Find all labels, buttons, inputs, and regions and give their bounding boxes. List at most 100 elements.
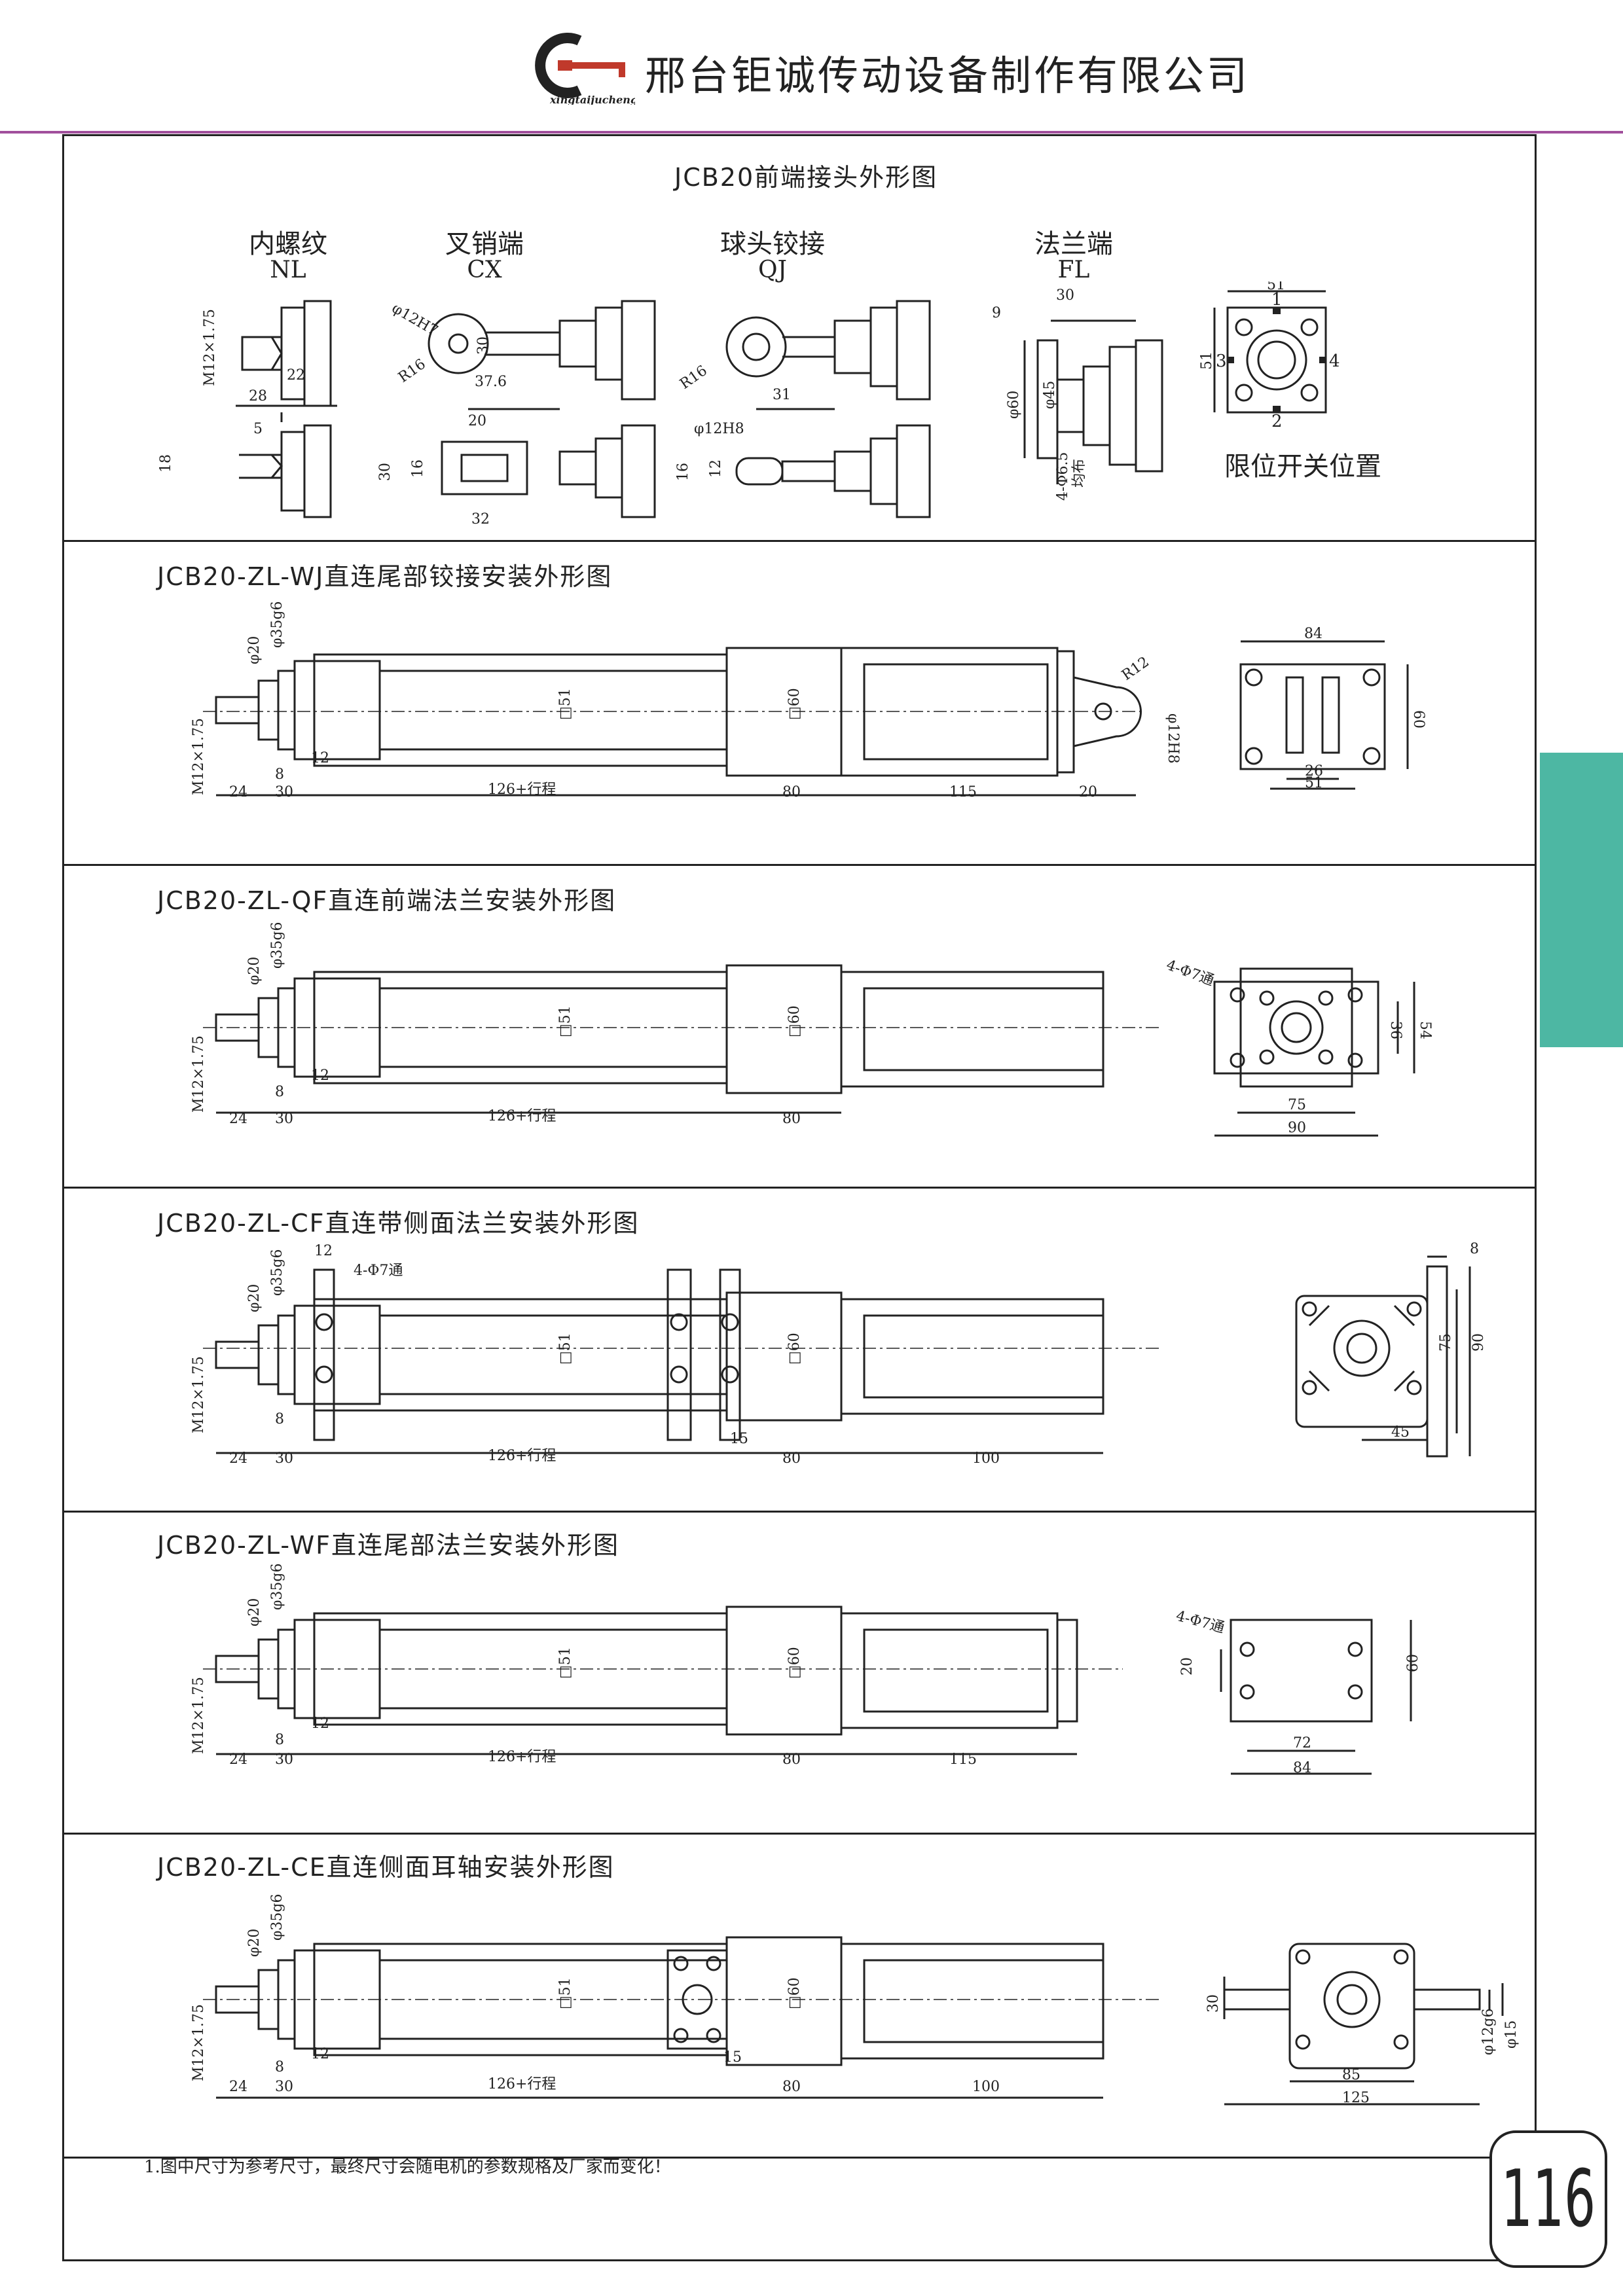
cf-d12: 12 (314, 1243, 333, 1259)
cf-phi35: φ35g6 (269, 1249, 285, 1296)
qf-d30: 30 (275, 1111, 293, 1127)
divider-2 (62, 864, 1537, 866)
cf-d30: 30 (275, 1450, 293, 1467)
head-nl-en: NL (270, 257, 306, 283)
cf-side-90: 90 (1470, 1333, 1487, 1352)
dim-ls-51b: 51 (1199, 351, 1215, 370)
wf-stroke: 126+行程 (488, 1749, 556, 1765)
dim-qj-phi: φ12H8 (694, 421, 744, 437)
cf-stroke: 126+行程 (488, 1448, 556, 1464)
head-qj-en: QJ (758, 257, 787, 283)
qf-thread: M12×1.75 (191, 1035, 207, 1113)
page-number: 116 (1501, 2153, 1596, 2245)
front-heads-drawing: M12×1.75 22 28 5 18 φ12H7 30 R16 37.6 20… (158, 281, 1340, 528)
qf-holes: 4-Φ7通 (1164, 957, 1216, 989)
wj-side-51: 51 (1305, 775, 1323, 791)
divider-5 (62, 1833, 1537, 1835)
wf-d115: 115 (949, 1751, 977, 1768)
wj-phi20: φ20 (246, 636, 263, 664)
head-fl-en: FL (1057, 257, 1090, 283)
qf-phi35: φ35g6 (269, 923, 285, 969)
section-title-cf: JCB20-ZL-CF直连带侧面法兰安装外形图 (157, 1209, 640, 1238)
ce-d15: 15 (723, 2049, 742, 2066)
section-title-wf: JCB20-ZL-WF直连尾部法兰安装外形图 (157, 1531, 620, 1560)
wf-holes: 4-Φ7通 (1174, 1608, 1226, 1637)
ce-side-85: 85 (1342, 2067, 1360, 2083)
wj-d20: 20 (1079, 784, 1097, 800)
dim-ls-4: 4 (1329, 351, 1340, 371)
dim-nl-18: 18 (158, 454, 174, 473)
divider-6 (62, 2157, 1537, 2159)
qf-d24: 24 (229, 1111, 247, 1127)
wf-d30: 30 (275, 1751, 293, 1768)
limit-switch-label: 限位开关位置 (1224, 452, 1381, 482)
dim-qj-12: 12 (708, 459, 724, 478)
dim-nl-thread: M12×1.75 (202, 309, 218, 386)
ce-d8: 8 (275, 2059, 284, 2075)
dim-cx-20: 20 (468, 413, 486, 429)
dim-cx-phi: φ12H7 (389, 300, 441, 340)
qf-d8: 8 (275, 1084, 284, 1100)
wf-d12: 12 (311, 1715, 329, 1732)
wj-phi12h8: φ12H8 (1165, 713, 1181, 764)
dim-nl-28: 28 (249, 388, 267, 404)
dim-fl-60: φ60 (1006, 391, 1022, 419)
wj-drawing: M12×1.75 φ20 φ35g6 8 12 □51 □60 24 30 12… (191, 601, 1427, 800)
cf-d80: 80 (782, 1450, 801, 1467)
qf-side-90: 90 (1288, 1120, 1306, 1136)
qf-phi20: φ20 (246, 957, 263, 985)
company-name: 邢台钜诚传动设备制作有限公司 (645, 52, 1250, 99)
wf-sq51: □51 (557, 1647, 574, 1679)
cf-sq60: □60 (786, 1333, 803, 1365)
dim-cx-376: 37.6 (475, 374, 507, 390)
wf-side-60: 60 (1405, 1654, 1421, 1672)
dim-fl-45: φ45 (1042, 381, 1058, 409)
qf-drawing: M12×1.75 φ20 φ35g6 8 12 □51 □60 24 30 12… (191, 923, 1433, 1137)
dim-qj-r16: R16 (677, 363, 710, 393)
dim-nl-22: 22 (287, 367, 305, 384)
cf-d24: 24 (229, 1450, 247, 1467)
ce-sq60: □60 (786, 1977, 803, 2009)
wf-thread: M12×1.75 (191, 1677, 207, 1754)
cf-d8: 8 (275, 1411, 284, 1427)
cf-d100: 100 (972, 1450, 1000, 1467)
dim-fl-9: 9 (992, 305, 1001, 321)
qf-side-36: 36 (1387, 1021, 1404, 1039)
section-title-wj: JCB20-ZL-WJ直连尾部铰接安装外形图 (157, 562, 613, 591)
wf-d24: 24 (229, 1751, 247, 1768)
section-title-ce: JCB20-ZL-CE直连侧面耳轴安装外形图 (157, 1853, 615, 1882)
wf-phi35: φ35g6 (269, 1564, 285, 1610)
divider-3 (62, 1187, 1537, 1189)
footnote: 1.图中尺寸为参考尺寸，最终尺寸会随电机的参数规格及厂家而变化！ (144, 2157, 671, 2177)
wj-side-60: 60 (1410, 710, 1427, 728)
qf-side-54: 54 (1417, 1021, 1433, 1039)
wf-side-20: 20 (1179, 1657, 1195, 1676)
section-title-qf: JCB20-ZL-QF直连前端法兰安装外形图 (157, 886, 617, 915)
dim-cx-30: 30 (475, 336, 492, 355)
dim-cx-r16: R16 (395, 356, 429, 386)
wj-side-84: 84 (1304, 626, 1322, 642)
ce-side-125: 125 (1342, 2090, 1370, 2106)
head-nl-cn: 内螺纹 (249, 229, 327, 259)
ce-d80: 80 (782, 2079, 801, 2095)
ce-d30: 30 (275, 2079, 293, 2095)
cf-side-8: 8 (1470, 1241, 1479, 1257)
wj-d24: 24 (229, 784, 247, 800)
dim-ls-3: 3 (1216, 351, 1227, 371)
head-fl-cn: 法兰端 (1034, 229, 1113, 259)
wj-stroke: 126+行程 (488, 781, 556, 798)
company-logo: xingtaijucheng (535, 33, 635, 105)
wf-phi20: φ20 (246, 1598, 263, 1626)
cf-d15: 15 (730, 1431, 748, 1447)
dim-cx-16: 16 (410, 459, 426, 478)
qf-d80: 80 (782, 1111, 801, 1127)
dim-qj-31: 31 (773, 387, 791, 403)
dim-fl-holes: 4-Φ6.5 (1055, 452, 1071, 501)
ce-phi35: φ35g6 (269, 1894, 285, 1941)
cf-holes: 4-Φ7通 (354, 1263, 403, 1279)
cf-side-45: 45 (1391, 1424, 1410, 1441)
divider-1 (62, 540, 1537, 542)
dim-ls-51: 51 (1267, 281, 1285, 293)
wf-sq60: □60 (786, 1647, 803, 1679)
wj-d30: 30 (275, 784, 293, 800)
